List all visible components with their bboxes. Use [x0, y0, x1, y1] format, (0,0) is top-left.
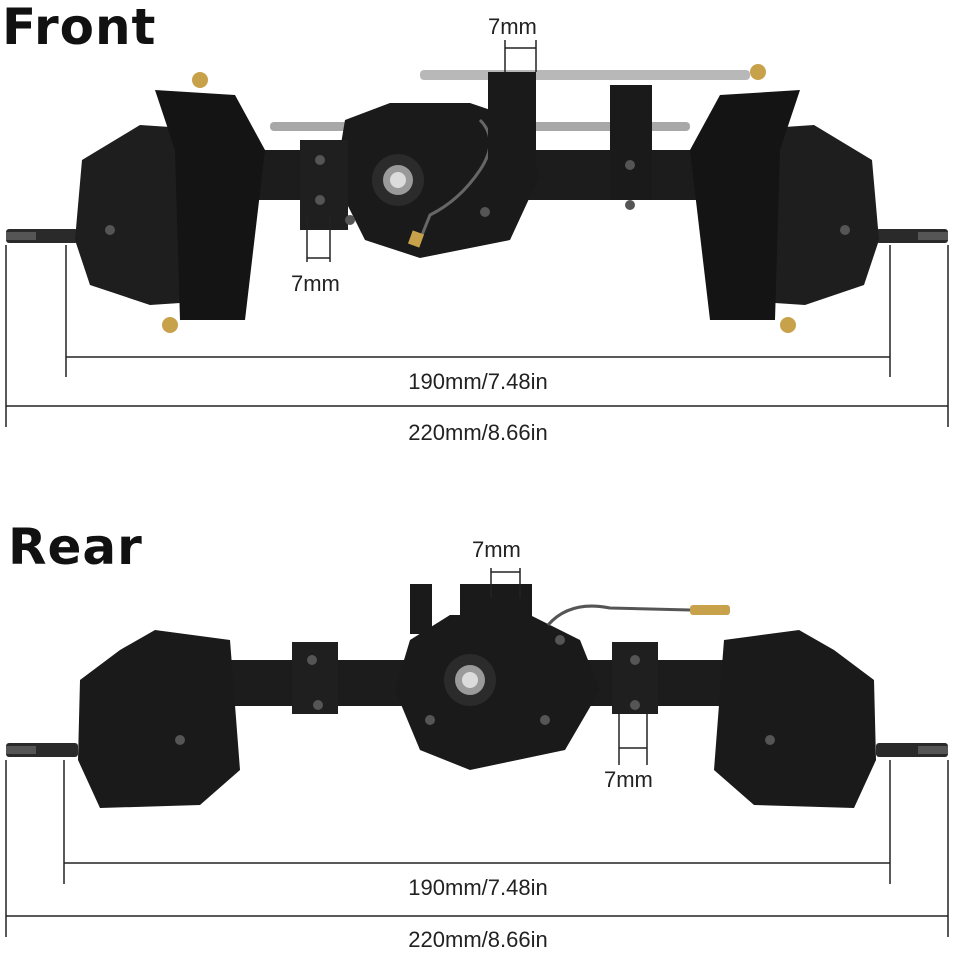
front-bottom-7mm-dimension — [306, 215, 331, 262]
rear-top-7mm-dimension — [490, 568, 521, 598]
rear-inner-width-dimension — [63, 760, 891, 884]
front-top-7mm-label: 7mm — [488, 14, 537, 39]
front-title: Front — [2, 0, 157, 56]
rear-left-hub — [78, 630, 240, 808]
front-inner-width-dimension — [65, 245, 891, 377]
front-steering-rod — [420, 70, 750, 80]
rear-right-hub — [714, 630, 876, 808]
rear-inner-width-label: 190mm/7.48in — [408, 875, 548, 900]
rear-title: Rear — [8, 518, 143, 576]
rear-outer-width-dimension — [5, 760, 949, 937]
front-outer-width-label: 220mm/8.66in — [408, 420, 548, 445]
rear-axle-image — [6, 584, 948, 808]
rear-outer-width-label: 220mm/8.66in — [408, 927, 548, 952]
front-inner-width-label: 190mm/7.48in — [408, 369, 548, 394]
front-outer-width-dimension — [5, 245, 949, 427]
rear-bottom-7mm-label: 7mm — [604, 767, 653, 792]
front-bottom-7mm-label: 7mm — [291, 271, 340, 296]
front-axle-image — [6, 64, 948, 333]
front-top-7mm-dimension — [504, 40, 537, 72]
rear-bottom-7mm-dimension — [618, 712, 648, 765]
rear-top-7mm-label: 7mm — [472, 537, 521, 562]
rear-differential — [395, 615, 600, 770]
